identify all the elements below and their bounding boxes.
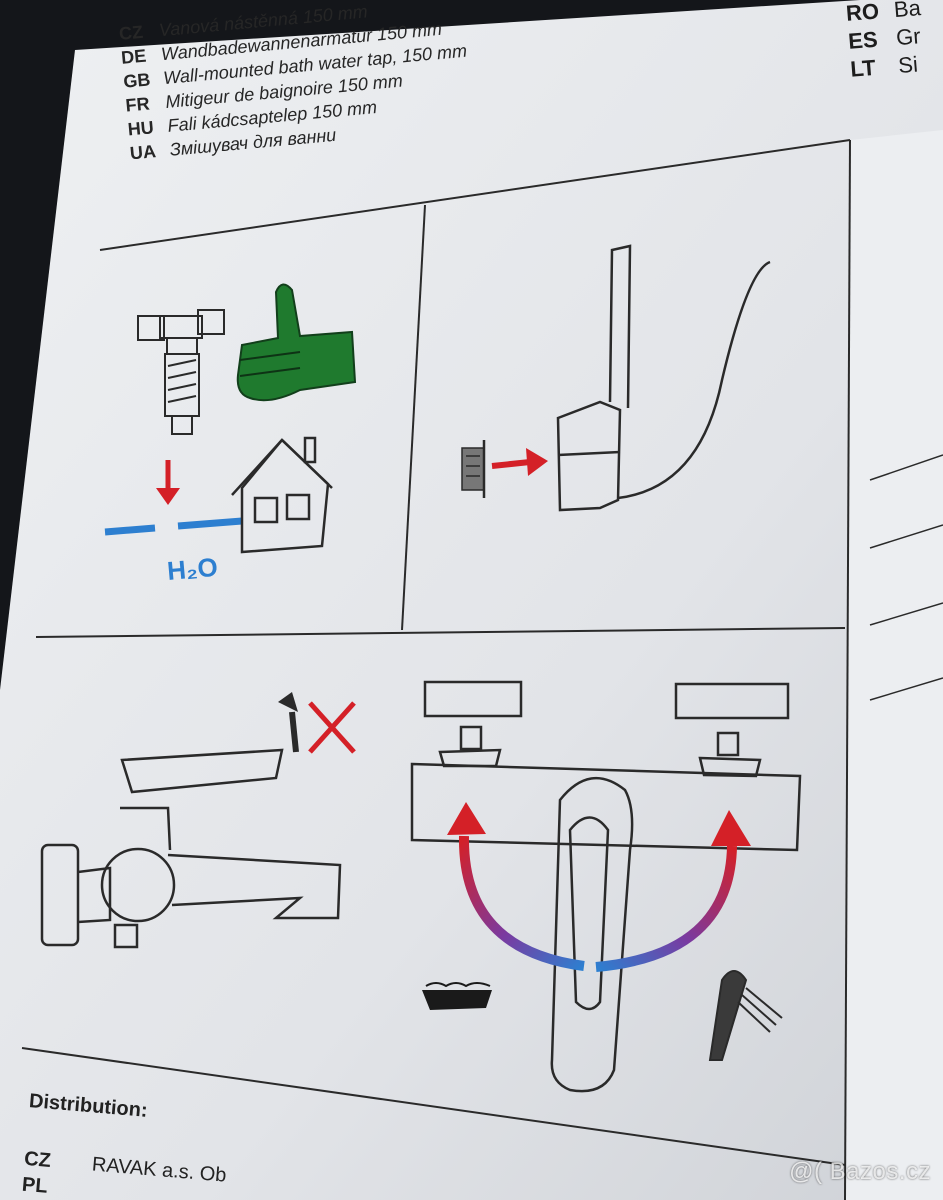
paper-right-panel: [845, 130, 943, 1200]
temperature-arc-hot-to-cold-left: [447, 802, 585, 971]
rotate-arrow-icon: [278, 692, 299, 753]
water-pipe-line: [104, 517, 243, 536]
shower-head-icon: [708, 970, 783, 1061]
watermark: @( Bazos.cz: [789, 1158, 931, 1185]
right-panel-mark-1: [869, 454, 943, 481]
right-panel-mark-4: [869, 677, 943, 701]
frame-top-line: [99, 139, 851, 251]
right-panel-mark-2: [869, 524, 943, 549]
right-panel-mark-3: [869, 602, 943, 626]
lang-name: Gr: [895, 23, 922, 51]
wall-connection-icon: [556, 244, 771, 512]
inlet-strainer-icon: [461, 440, 486, 498]
red-down-arrow-icon: [156, 460, 180, 505]
thumbs-up-icon: [236, 283, 357, 402]
frame-bottom-line: [21, 1047, 846, 1166]
lang-code: ES: [847, 26, 879, 54]
forbidden-x-icon: [308, 701, 356, 754]
mixer-front-view-icon: [410, 680, 802, 1093]
lang-name: Si: [897, 51, 919, 78]
lang-name: Ba: [892, 0, 922, 23]
distribution-row-pl: PL: [21, 1174, 91, 1200]
water-filter-icon: [137, 309, 225, 435]
frame-middle-horizontal: [35, 627, 846, 638]
right-panel-divider: [844, 139, 851, 1200]
house-icon: [231, 436, 333, 554]
red-right-arrow-icon: [491, 448, 548, 476]
h2o-label: H₂O: [166, 552, 219, 586]
lang-code: UA: [129, 141, 157, 164]
frame-middle-vertical: [401, 204, 426, 631]
bathtub-icon: [422, 982, 492, 1010]
temperature-arc-hot-to-cold-right: [595, 810, 751, 972]
bath-mixer-side-view-icon: [40, 748, 342, 949]
lang-code: LT: [849, 54, 877, 82]
lang-row-lt: LT Si: [849, 50, 926, 84]
distribution-code: PL: [21, 1173, 49, 1198]
